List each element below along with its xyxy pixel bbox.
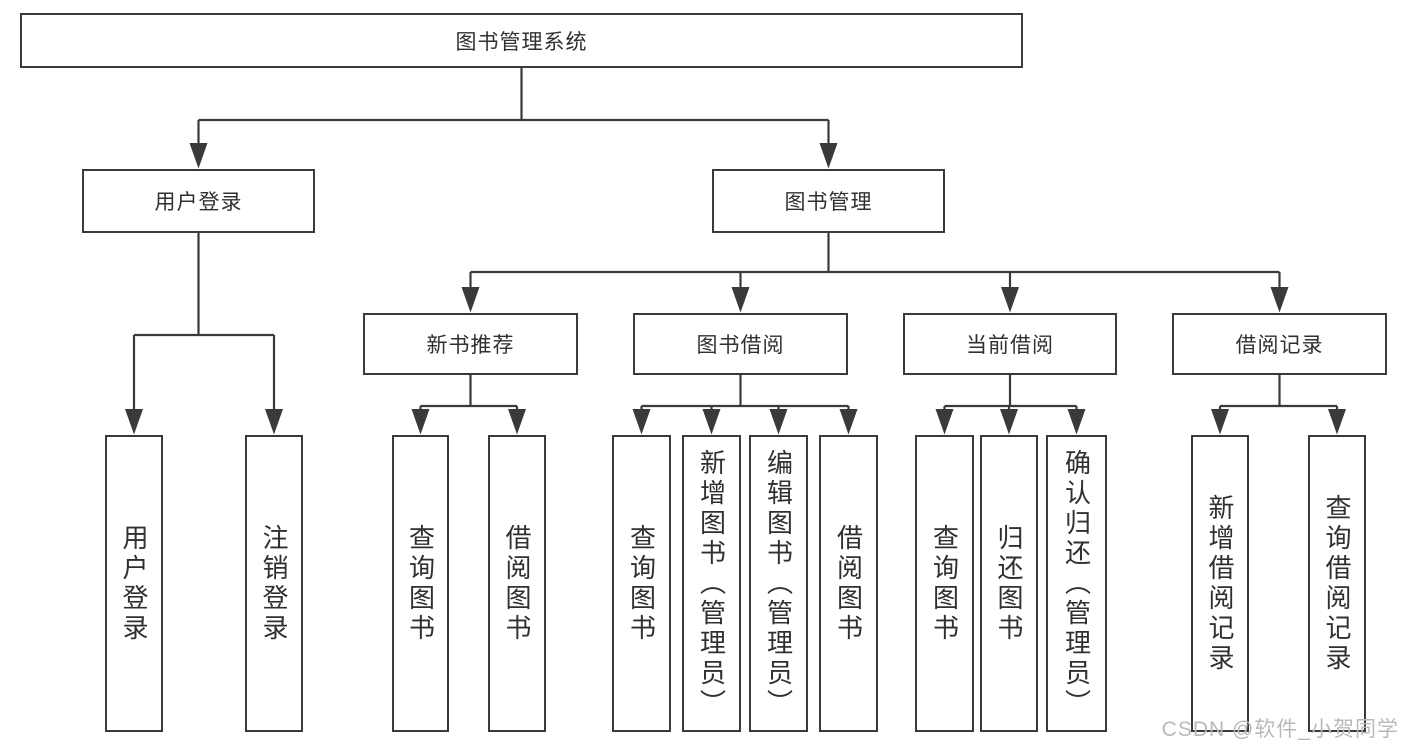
node-label: 查询图书 bbox=[929, 523, 960, 644]
node-label: 用户登录 bbox=[119, 523, 150, 644]
node-label: 确认归还（管理员） bbox=[1061, 448, 1092, 719]
leaf-current-confirm-return-admin: 确认归还（管理员） bbox=[1046, 435, 1107, 732]
arrowheads bbox=[125, 143, 1346, 435]
node-label: 图书管理系统 bbox=[455, 30, 588, 54]
arrow-head bbox=[1211, 409, 1229, 435]
node-label: 当前借阅 bbox=[966, 334, 1054, 357]
node-label: 查询图书 bbox=[626, 523, 657, 644]
leaf-current-query-book: 查询图书 bbox=[915, 435, 974, 732]
leaf-records-query-borrow-record: 查询借阅记录 bbox=[1308, 435, 1366, 732]
node-label: 图书借阅 bbox=[696, 334, 785, 357]
arrow-head bbox=[265, 409, 283, 435]
node-library-management-system: 图书管理系统 bbox=[20, 13, 1023, 68]
node-label: 查询图书 bbox=[405, 523, 436, 644]
arrow-head bbox=[1001, 287, 1019, 313]
node-new-book-recommendation: 新书推荐 bbox=[363, 313, 578, 375]
node-label: 归还图书 bbox=[994, 523, 1025, 644]
node-label: 新增借阅记录 bbox=[1205, 493, 1236, 674]
leaf-current-return-book: 归还图书 bbox=[980, 435, 1038, 732]
leaf-recommend-query-book: 查询图书 bbox=[392, 435, 449, 732]
arrow-head bbox=[731, 287, 750, 313]
arrow-head bbox=[461, 287, 480, 313]
arrow-head bbox=[1270, 287, 1289, 313]
arrow-head bbox=[819, 143, 838, 169]
csdn-watermark: CSDN @软件_小贺同学 bbox=[1161, 718, 1399, 741]
node-label: 新书推荐 bbox=[426, 334, 515, 357]
node-label: 注销登录 bbox=[259, 523, 290, 644]
arrow-head bbox=[1000, 409, 1018, 435]
node-borrowing-records: 借阅记录 bbox=[1172, 313, 1387, 375]
node-label: 借阅图书 bbox=[833, 523, 864, 644]
node-book-management: 图书管理 bbox=[712, 169, 945, 233]
arrow-head bbox=[839, 409, 858, 435]
leaf-recommend-borrow-book: 借阅图书 bbox=[488, 435, 546, 732]
leaf-borrow-query-book: 查询图书 bbox=[612, 435, 671, 732]
leaf-borrow-edit-book-admin: 编辑图书（管理员） bbox=[749, 435, 808, 732]
arrow-head bbox=[1328, 409, 1346, 435]
leaf-logout: 注销登录 bbox=[245, 435, 303, 732]
node-label: 新增图书（管理员） bbox=[696, 448, 727, 719]
connector-paths bbox=[132, 68, 1339, 410]
node-label: 查询借阅记录 bbox=[1322, 493, 1353, 674]
leaf-borrow-borrow-book: 借阅图书 bbox=[819, 435, 878, 732]
node-user-login: 用户登录 bbox=[82, 169, 315, 233]
arrow-head bbox=[769, 409, 788, 435]
arrow-head bbox=[632, 409, 651, 435]
arrow-head bbox=[189, 143, 208, 169]
arrow-head bbox=[125, 409, 143, 435]
arrow-head bbox=[1067, 409, 1086, 435]
node-current-borrowing: 当前借阅 bbox=[903, 313, 1117, 375]
node-label: 借阅图书 bbox=[502, 523, 533, 644]
node-label: 用户登录 bbox=[154, 191, 243, 214]
arrow-head bbox=[508, 409, 526, 435]
node-book-borrowing: 图书借阅 bbox=[633, 313, 848, 375]
leaf-records-add-borrow-record: 新增借阅记录 bbox=[1191, 435, 1249, 732]
node-label: 图书管理 bbox=[784, 191, 873, 214]
node-label: 编辑图书（管理员） bbox=[763, 448, 794, 719]
arrow-head bbox=[935, 409, 954, 435]
leaf-user-login: 用户登录 bbox=[105, 435, 163, 732]
arrow-head bbox=[411, 409, 430, 435]
arrow-head bbox=[702, 409, 721, 435]
leaf-borrow-add-book-admin: 新增图书（管理员） bbox=[682, 435, 741, 732]
node-label: 借阅记录 bbox=[1235, 334, 1324, 357]
